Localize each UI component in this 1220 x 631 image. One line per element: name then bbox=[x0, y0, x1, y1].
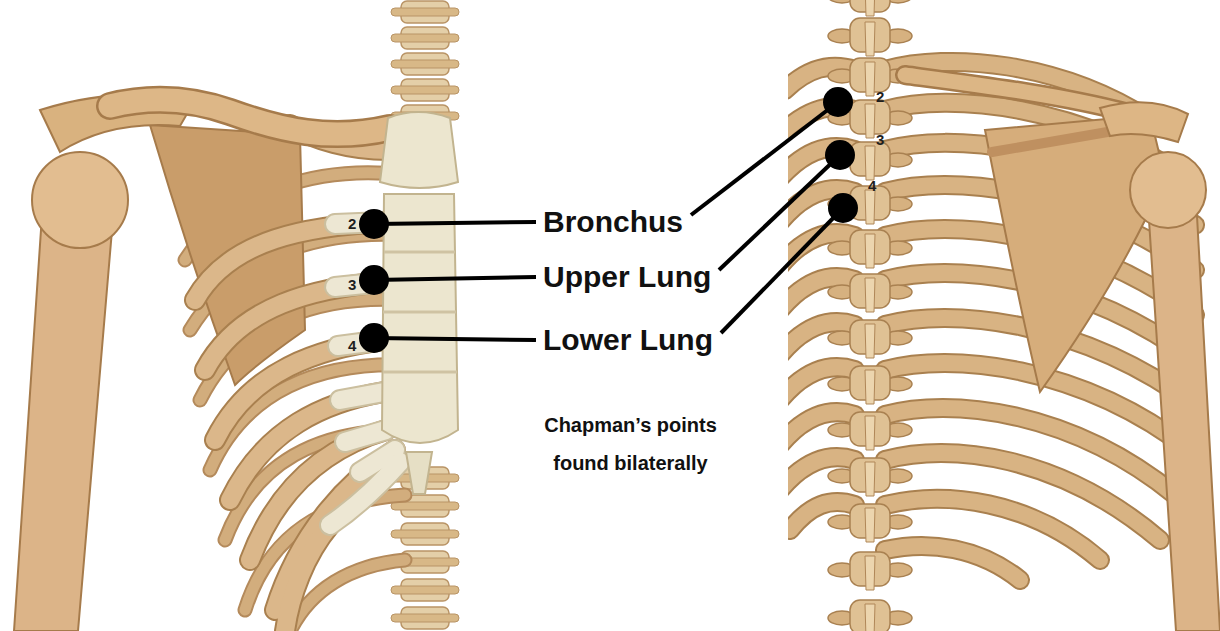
chapman-point-dot bbox=[359, 265, 389, 295]
scapula bbox=[985, 115, 1165, 392]
rib bbox=[788, 62, 1195, 580]
clavicle bbox=[110, 100, 390, 134]
rib bbox=[195, 125, 395, 631]
clavicle bbox=[905, 75, 1125, 112]
callout-number: 2 bbox=[348, 215, 356, 233]
leader-line bbox=[374, 222, 536, 224]
callout-number: 3 bbox=[348, 276, 356, 294]
part-label: Upper Lung bbox=[543, 259, 711, 295]
part-label: Lower Lung bbox=[543, 322, 713, 358]
leader-line bbox=[374, 338, 536, 340]
callout-number: 2 bbox=[876, 88, 884, 106]
humerus-head bbox=[1130, 152, 1206, 228]
callout-number: 4 bbox=[348, 337, 356, 355]
callout-number: 4 bbox=[868, 177, 876, 195]
leader-line bbox=[691, 102, 838, 215]
chapman-point-dot bbox=[359, 209, 389, 239]
back-skeleton bbox=[788, 0, 1220, 631]
manubrium bbox=[380, 112, 458, 188]
humerus bbox=[14, 215, 112, 631]
chapman-point-dot bbox=[359, 323, 389, 353]
clavicle bbox=[905, 75, 1125, 112]
sternum-joint bbox=[383, 252, 457, 372]
humerus bbox=[1148, 198, 1220, 631]
leader-line bbox=[374, 277, 536, 280]
clavicle bbox=[110, 100, 390, 134]
leader-line bbox=[721, 208, 843, 333]
callout-number: 3 bbox=[876, 131, 884, 149]
xiphoid bbox=[406, 452, 432, 494]
chapman-point-dot bbox=[823, 87, 853, 117]
front-skeleton bbox=[14, 1, 459, 631]
leader-line bbox=[719, 155, 840, 270]
acromion bbox=[1100, 102, 1188, 142]
part-label: Bronchus bbox=[543, 204, 683, 240]
chapman-point-dot bbox=[825, 140, 855, 170]
rib bbox=[195, 125, 395, 631]
sternum bbox=[382, 194, 458, 443]
chapman-point-dot bbox=[828, 193, 858, 223]
rib bbox=[788, 62, 1195, 580]
humerus-head bbox=[32, 152, 128, 248]
note-text: Chapman’s points found bilaterally bbox=[523, 406, 738, 482]
